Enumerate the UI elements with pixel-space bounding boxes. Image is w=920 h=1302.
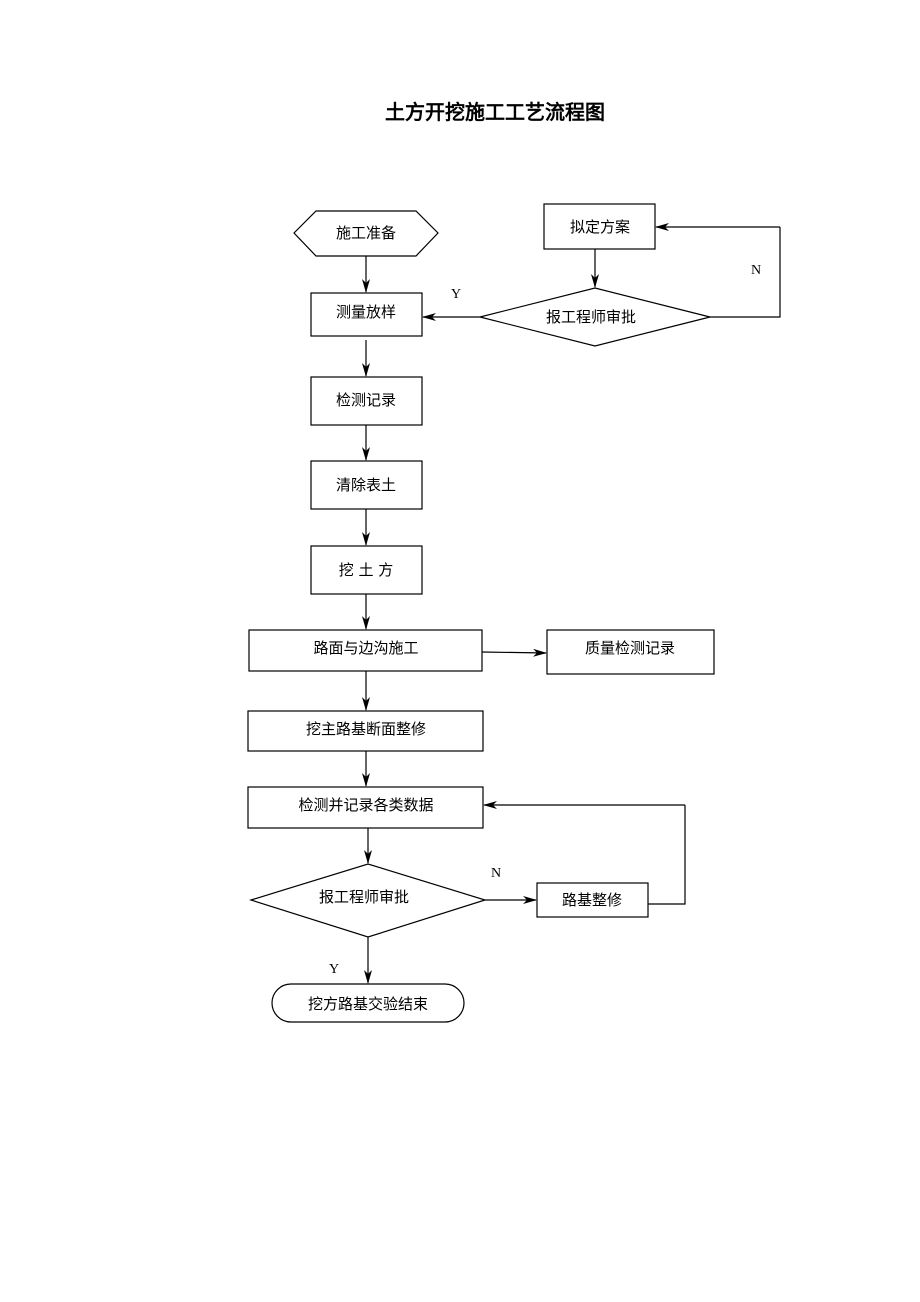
road-ditch-label: 路面与边沟施工 <box>313 639 418 657</box>
page-title: 土方开挖施工工艺流程图 <box>385 100 605 124</box>
review2-yes-label: Y <box>329 962 339 977</box>
subgrade-repair-label: 路基整修 <box>562 891 622 909</box>
end-terminal <box>271 983 465 1023</box>
clear-topsoil-label: 清除表土 <box>336 476 396 494</box>
start-label: 施工准备 <box>336 224 396 242</box>
review1-label: 报工程师审批 <box>546 308 636 326</box>
start-hexagon <box>293 210 439 257</box>
excavate-label: 挖 土 方 <box>339 561 394 579</box>
plan-label: 拟定方案 <box>570 218 630 236</box>
arrow-road-to-quality <box>481 648 547 657</box>
quality-record-label: 质量检测记录 <box>585 639 675 657</box>
record-data-label: 检测并记录各类数据 <box>298 796 433 814</box>
loop-review1-no <box>710 227 781 318</box>
review1-no-label: N <box>751 263 761 278</box>
review2-no-label: N <box>491 866 501 881</box>
end-label: 挖方路基交验结束 <box>308 995 428 1013</box>
quality-record-box <box>546 629 715 675</box>
review1-yes-label: Y <box>451 287 461 302</box>
loop-repair-back <box>648 805 686 905</box>
subgrade-repair-box <box>536 882 649 918</box>
survey-label: 测量放样 <box>336 303 396 321</box>
trim-section-label: 挖主路基断面整修 <box>306 720 426 738</box>
inspect-record-label: 检测记录 <box>336 391 396 409</box>
review2-label: 报工程师审批 <box>319 888 409 906</box>
